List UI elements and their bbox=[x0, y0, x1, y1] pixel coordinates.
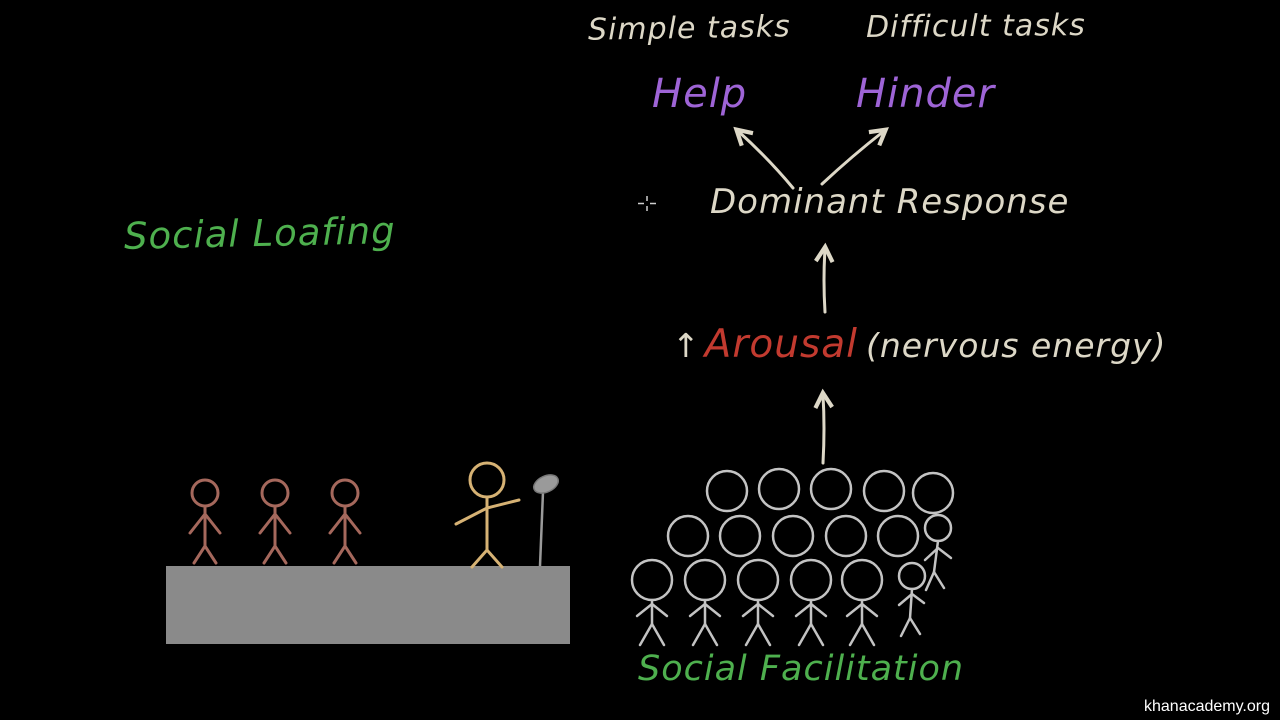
label-arousal-line: ↑Arousal(nervous energy) bbox=[672, 322, 1167, 367]
performer-figure bbox=[454, 461, 521, 569]
label-arousal-note: (nervous energy) bbox=[866, 326, 1167, 365]
label-dominant-response: Dominant Response bbox=[710, 182, 1070, 222]
loafing-figures bbox=[188, 478, 362, 565]
stage bbox=[166, 566, 570, 644]
label-difficult-tasks: Difficult tasks bbox=[865, 8, 1086, 45]
flow-arrows bbox=[738, 131, 884, 465]
label-social-facilitation: Social Facilitation bbox=[638, 649, 965, 689]
microphone bbox=[532, 474, 560, 567]
label-social-loafing: Social Loafing bbox=[123, 209, 397, 258]
watermark: khanacademy.org bbox=[1144, 698, 1270, 715]
label-simple-tasks: Simple tasks bbox=[587, 9, 792, 48]
crowd-figures bbox=[630, 467, 955, 647]
cursor-icon bbox=[638, 196, 656, 211]
label-arousal: Arousal bbox=[704, 322, 859, 367]
label-hinder: Hinder bbox=[856, 71, 995, 117]
up-arrow-icon: ↑ bbox=[672, 326, 701, 365]
label-help: Help bbox=[652, 71, 748, 117]
